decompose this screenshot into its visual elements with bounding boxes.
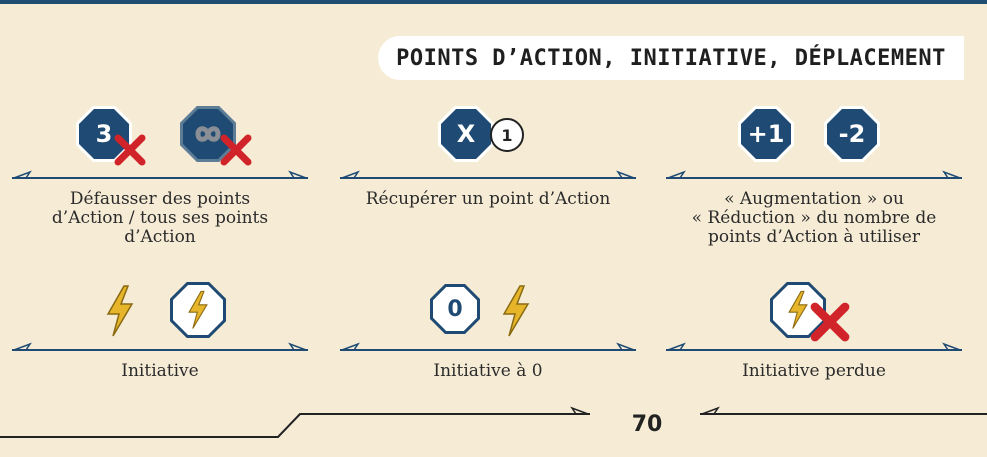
divider [340,342,636,351]
octagon-plus1-icon: +1 [738,106,794,162]
lightning-icon [502,285,530,337]
caption-line: Initiative [121,361,199,381]
octagon-x-icon: X [438,106,494,162]
octagon-minus2-icon: -2 [824,106,880,162]
icon-group: X 1 [338,100,638,170]
red-x-icon [810,302,850,342]
footer-divider [0,406,987,438]
cell-augmentation-reduction: +1 -2 « Augmentation » ou « Réduction » … [664,100,964,247]
icon-group: +1 -2 [664,100,964,170]
octagon-plus1-label: +1 [741,109,791,159]
caption-line: « Augmentation » ou [724,189,904,209]
cell-initiative-lost: Initiative perdue [664,278,964,381]
divider [340,170,636,179]
lightning-icon [188,290,208,329]
octagon-zero-label: 0 [433,287,477,331]
cell-discard-action-points: 3 Défausser des points d’Ac [10,100,310,247]
divider [666,170,962,179]
caption-line: d’Action [124,227,196,247]
caption: Initiative perdue [664,362,964,381]
caption-line: Initiative à 0 [433,361,543,381]
cell-recover-action-point: X 1 Récupérer un point d’Action [338,100,638,209]
caption-line: « Réduction » du nombre de [691,208,937,228]
recover-1-label: 1 [501,125,513,145]
caption-line: Défausser des points [69,189,251,209]
octagon-x-label: X [441,109,491,159]
caption: Initiative [10,362,310,381]
recover-1-icon: 1 [490,118,524,152]
icon-group [664,278,964,342]
octagon-zero-icon: 0 [430,284,480,334]
cell-initiative-zero: 0 Initiative à 0 [338,278,638,381]
cell-initiative: Initiative [10,278,310,381]
red-x-icon [220,134,252,166]
caption: Initiative à 0 [338,362,638,381]
red-x-icon [114,134,146,166]
octagon-3-label: 3 [79,109,129,159]
octagon-lightning-icon [170,282,226,338]
divider [666,342,962,351]
infinity-icon [195,126,221,142]
octagon-infinity-icon [180,106,236,162]
icon-group [10,278,310,342]
caption: Récupérer un point d’Action [338,190,638,209]
icon-group: 3 [10,100,310,170]
caption-line: d’Action / tous ses points [51,208,269,228]
icon-group: 0 [338,278,638,342]
divider [12,170,308,179]
lightning-icon [106,285,134,337]
caption: Défausser des points d’Action / tous ses… [10,190,310,247]
octagon-minus2-label: -2 [827,109,877,159]
lightning-icon [788,290,808,329]
caption-line: Initiative perdue [742,361,886,381]
caption: « Augmentation » ou « Réduction » du nom… [664,190,964,247]
caption-line: points d’Action à utiliser [708,227,920,247]
section-title: POINTS D’ACTION, INITIATIVE, DÉPLACEMENT [378,36,964,80]
divider [12,342,308,351]
octagon-3-icon: 3 [76,106,132,162]
top-border [0,0,987,4]
page-number: 70 [631,412,663,437]
caption-line: Récupérer un point d’Action [365,189,611,209]
